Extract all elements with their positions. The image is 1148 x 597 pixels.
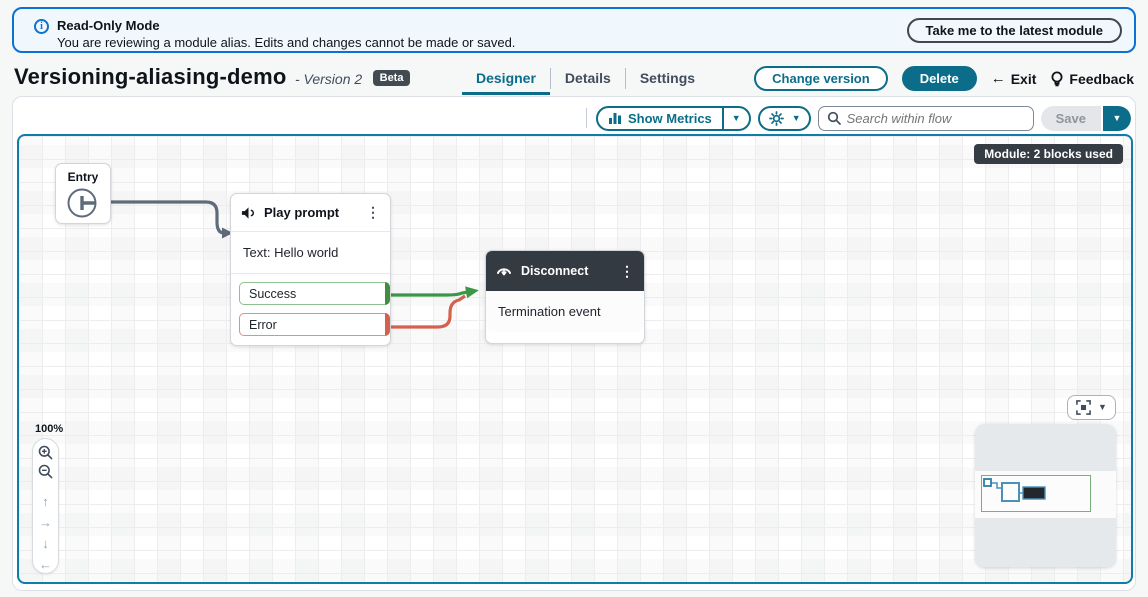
wire-success-to-disconnect xyxy=(389,286,479,299)
phone-hangup-icon xyxy=(497,267,511,275)
search-icon xyxy=(827,111,841,125)
disconnect-title: Disconnect xyxy=(521,264,589,278)
pan-up-button[interactable]: ↑ xyxy=(42,494,49,509)
play-prompt-body: Text: Hello world xyxy=(231,232,390,274)
zoom-out-icon xyxy=(38,464,53,479)
chevron-down-icon: ▼ xyxy=(1112,112,1122,123)
save-button[interactable]: Save xyxy=(1040,105,1101,131)
entry-block-title: Entry xyxy=(67,170,99,184)
feedback-link[interactable]: Feedback xyxy=(1050,71,1134,87)
speaker-icon xyxy=(241,206,255,219)
banner-title: Read-Only Mode xyxy=(57,18,160,33)
show-metrics-button[interactable]: Show Metrics xyxy=(598,108,722,129)
beta-badge: Beta xyxy=(372,70,411,86)
flow-settings-button[interactable] xyxy=(760,108,791,129)
branch-success-label: Success xyxy=(249,286,297,301)
tab-designer[interactable]: Designer xyxy=(462,66,550,95)
zoom-pan-controls: ↑ → ↓ ← xyxy=(32,438,59,574)
minimap-viewport[interactable] xyxy=(981,475,1091,512)
module-usage-badge: Module: 2 blocks used xyxy=(974,144,1123,164)
header-actions: Change version Delete ← Exit Feedback xyxy=(754,66,1134,91)
chevron-down-icon: ▼ xyxy=(731,112,741,123)
kebab-menu-icon[interactable]: ⋮ xyxy=(366,204,380,220)
flow-canvas[interactable]: Module: 2 blocks used Entry Play prompt … xyxy=(17,134,1133,584)
pan-down-button[interactable]: ↓ xyxy=(42,536,49,551)
branch-error[interactable]: Error xyxy=(239,312,390,336)
gear-icon xyxy=(768,110,784,126)
branch-success[interactable]: Success xyxy=(239,281,390,305)
chevron-down-icon: ▼ xyxy=(791,112,801,123)
fit-view-icon xyxy=(1076,400,1091,415)
block-disconnect[interactable]: Disconnect ⋮ Termination event xyxy=(485,250,645,344)
toolbar-divider xyxy=(585,108,587,128)
change-version-button[interactable]: Change version xyxy=(754,66,888,91)
tab-details[interactable]: Details xyxy=(564,70,611,86)
zoom-in-button[interactable] xyxy=(36,445,55,460)
branch-error-label: Error xyxy=(249,317,277,332)
title-group: Versioning-aliasing-demo - Version 2 Bet… xyxy=(14,64,411,90)
wire-error-to-disconnect xyxy=(389,294,466,329)
tab-bar: Designer Details Settings xyxy=(462,66,709,95)
banner-message: You are reviewing a module alias. Edits … xyxy=(57,35,516,50)
exit-link[interactable]: ← Exit xyxy=(991,70,1037,87)
show-metrics-dropdown[interactable]: ▼ xyxy=(721,107,749,129)
zoom-level-label: 100% xyxy=(35,423,64,435)
bar-chart-icon xyxy=(608,113,621,124)
minimap-blocks xyxy=(983,478,1046,502)
kebab-menu-icon[interactable]: ⋮ xyxy=(620,262,634,279)
designer-panel: Show Metrics ▼ ▼ xyxy=(12,96,1136,591)
block-play-prompt[interactable]: Play prompt ⋮ Text: Hello world Success … xyxy=(230,193,391,346)
lightbulb-icon xyxy=(1051,71,1063,86)
settings-split-button: ▼ xyxy=(757,105,811,131)
pan-left-button[interactable]: ← xyxy=(39,557,52,572)
flow-search xyxy=(817,105,1034,131)
read-only-banner: i Read-Only Mode You are reviewing a mod… xyxy=(12,7,1136,53)
page-title: Versioning-aliasing-demo xyxy=(14,64,287,89)
show-metrics-label: Show Metrics xyxy=(627,110,712,126)
connector-layer xyxy=(98,200,479,329)
entry-port-icon[interactable] xyxy=(66,186,100,220)
banner-text: Read-Only Mode You are reviewing a modul… xyxy=(57,17,515,51)
tab-separator xyxy=(549,68,551,89)
chevron-down-icon: ▼ xyxy=(1098,402,1107,412)
delete-button[interactable]: Delete xyxy=(901,66,977,91)
version-label: - Version 2 xyxy=(294,71,363,87)
exit-label: Exit xyxy=(1010,70,1037,87)
info-icon: i xyxy=(34,19,49,34)
play-prompt-header: Play prompt ⋮ xyxy=(231,194,390,232)
disconnect-body: Termination event xyxy=(486,291,644,332)
save-split-button: Save ▼ xyxy=(1040,105,1131,131)
canvas-toolbar: Show Metrics ▼ ▼ xyxy=(585,105,1131,131)
page-header: Versioning-aliasing-demo - Version 2 Bet… xyxy=(0,56,1148,96)
zoom-out-button[interactable] xyxy=(36,464,55,479)
disconnect-header: Disconnect ⋮ xyxy=(486,251,644,291)
feedback-label: Feedback xyxy=(1069,70,1134,87)
zoom-in-icon xyxy=(38,445,53,460)
tab-settings[interactable]: Settings xyxy=(639,70,696,86)
show-metrics-split-button: Show Metrics ▼ xyxy=(595,105,751,131)
save-dropdown[interactable]: ▼ xyxy=(1103,105,1131,131)
latest-module-button[interactable]: Take me to the latest module xyxy=(906,17,1122,43)
play-prompt-title: Play prompt xyxy=(264,205,340,220)
block-entry[interactable]: Entry xyxy=(55,163,111,224)
error-port[interactable] xyxy=(385,312,390,336)
success-port[interactable] xyxy=(385,281,390,305)
exit-arrow-icon: ← xyxy=(990,70,1006,87)
minimap[interactable] xyxy=(975,424,1116,567)
pan-right-button[interactable]: → xyxy=(39,515,52,530)
settings-dropdown[interactable]: ▼ xyxy=(791,108,809,129)
fit-view-button[interactable]: ▼ xyxy=(1067,395,1116,420)
search-input[interactable] xyxy=(846,110,1025,126)
wire-entry-to-playprompt xyxy=(98,200,233,239)
tab-separator xyxy=(624,68,626,89)
